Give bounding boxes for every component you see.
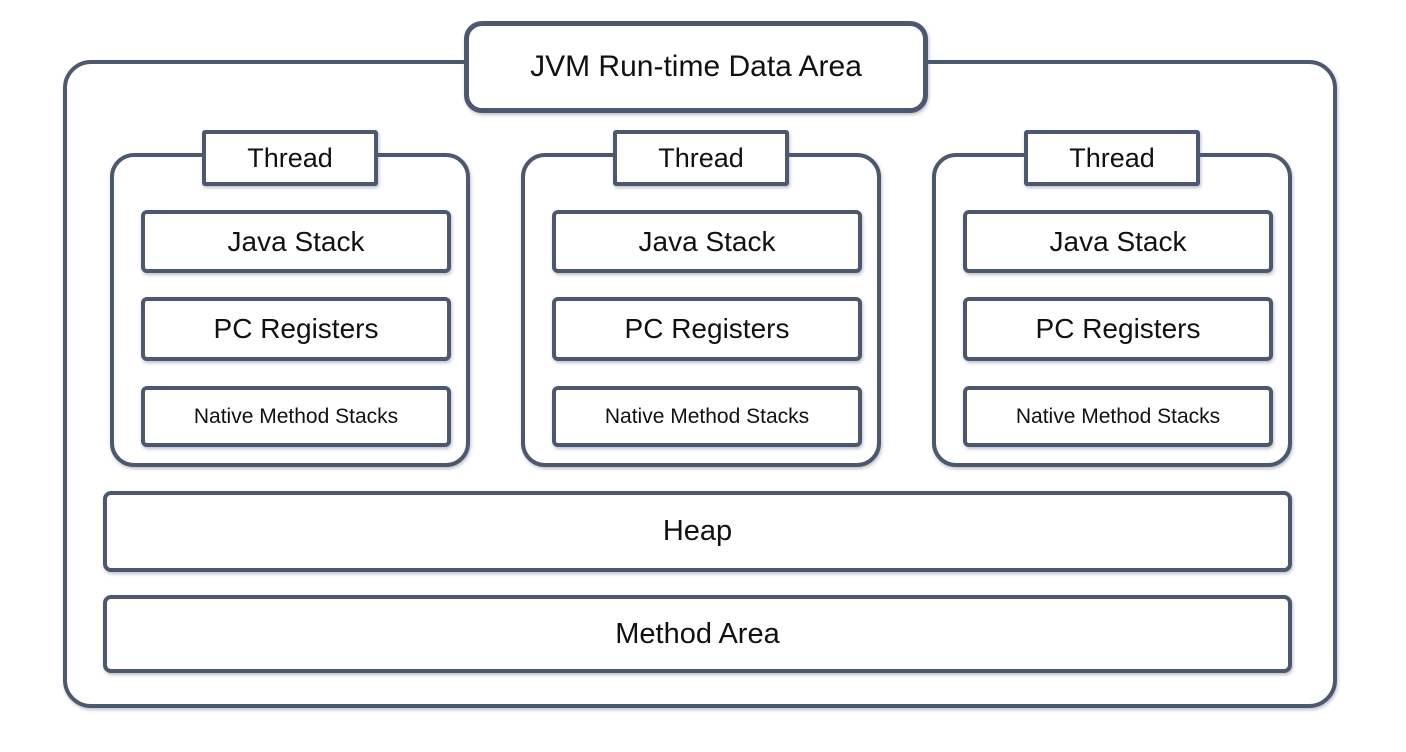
pc-registers-box-3: PC Registers bbox=[963, 297, 1273, 361]
native-method-stacks-label-2: Native Method Stacks bbox=[604, 404, 810, 428]
thread-container-1: Thread Java Stack PC Registers Native Me… bbox=[110, 130, 470, 467]
diagram-title: JVM Run-time Data Area bbox=[530, 50, 862, 83]
method-area-box: Method Area bbox=[103, 595, 1292, 673]
thread-label-box-3: Thread bbox=[1024, 130, 1200, 186]
pc-registers-box-1: PC Registers bbox=[141, 297, 451, 361]
native-method-stacks-label-3: Native Method Stacks bbox=[1015, 404, 1221, 428]
method-area-label: Method Area bbox=[615, 617, 780, 650]
java-stack-box-2: Java Stack bbox=[552, 210, 862, 273]
heap-box: Heap bbox=[103, 491, 1292, 572]
pc-registers-label-2: PC Registers bbox=[624, 313, 790, 344]
native-method-stacks-box-1: Native Method Stacks bbox=[141, 386, 451, 447]
native-method-stacks-box-3: Native Method Stacks bbox=[963, 386, 1273, 447]
thread-label-box-1: Thread bbox=[202, 130, 378, 186]
thread-label-3: Thread bbox=[1069, 142, 1155, 173]
diagram-title-box: JVM Run-time Data Area bbox=[464, 21, 928, 113]
pc-registers-label-3: PC Registers bbox=[1035, 313, 1201, 344]
java-stack-box-1: Java Stack bbox=[141, 210, 451, 273]
thread-label-2: Thread bbox=[658, 142, 744, 173]
thread-label-box-2: Thread bbox=[613, 130, 789, 186]
pc-registers-label-1: PC Registers bbox=[213, 313, 379, 344]
java-stack-box-3: Java Stack bbox=[963, 210, 1273, 273]
java-stack-label-2: Java Stack bbox=[638, 225, 776, 257]
heap-label: Heap bbox=[662, 515, 733, 547]
native-method-stacks-label-1: Native Method Stacks bbox=[193, 404, 399, 428]
thread-container-3: Thread Java Stack PC Registers Native Me… bbox=[932, 130, 1292, 467]
java-stack-label-1: Java Stack bbox=[227, 225, 365, 257]
thread-label-1: Thread bbox=[247, 142, 333, 173]
pc-registers-box-2: PC Registers bbox=[552, 297, 862, 361]
thread-container-2: Thread Java Stack PC Registers Native Me… bbox=[521, 130, 881, 467]
native-method-stacks-box-2: Native Method Stacks bbox=[552, 386, 862, 447]
java-stack-label-3: Java Stack bbox=[1049, 225, 1187, 257]
